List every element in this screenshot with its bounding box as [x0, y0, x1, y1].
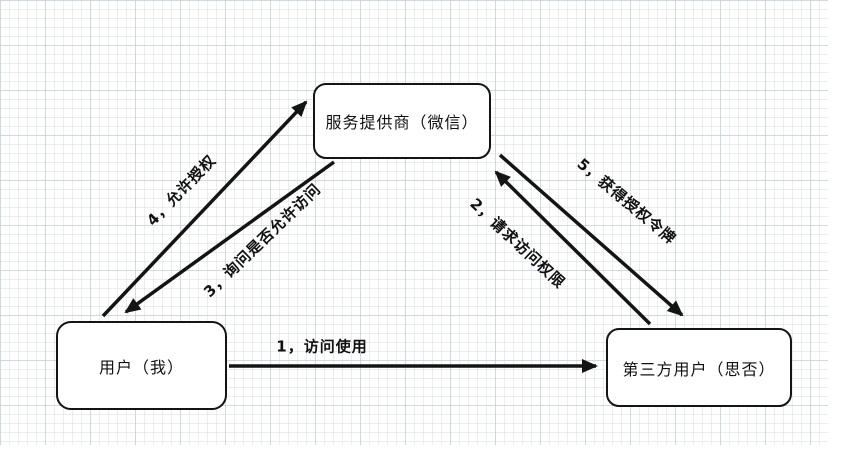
node-user-label: 用户（我） — [98, 357, 184, 377]
arrow-allow-auth — [101, 100, 308, 318]
node-user: 用户（我） — [56, 321, 227, 410]
node-service-provider: 服务提供商（微信） — [313, 83, 491, 159]
edge-label-access-use: 1，访问使用 — [276, 337, 368, 356]
arrow-ask-permission — [124, 160, 336, 314]
node-service-provider-label: 服务提供商（微信） — [325, 113, 479, 132]
node-third-party-label: 第三方用户（思否） — [622, 359, 776, 379]
arrow-get-token — [498, 153, 684, 317]
node-third-party: 第三方用户（思否） — [606, 328, 792, 407]
arrow-request-access — [494, 170, 652, 326]
